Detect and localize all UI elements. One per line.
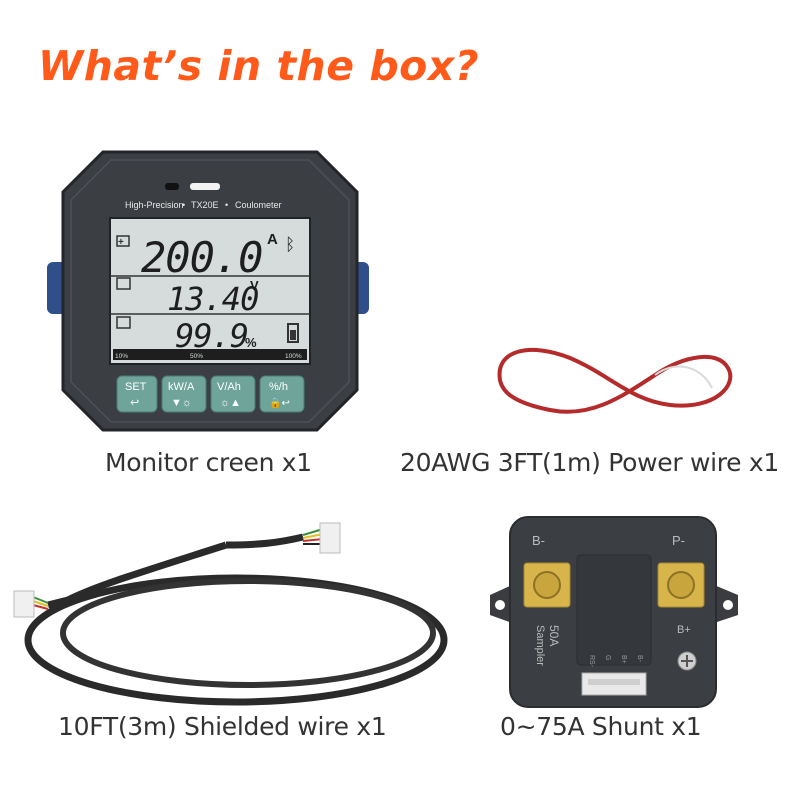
voltage-icon	[116, 277, 131, 290]
lcd-display	[109, 217, 311, 365]
svg-text:•: •	[225, 200, 228, 210]
bar-label-low: 10%	[115, 353, 128, 360]
set-button[interactable]: SET ↩	[116, 375, 158, 413]
svg-text:+: +	[118, 237, 124, 248]
red-wire	[497, 347, 733, 414]
shunt-caption: 0~75A Shunt x1	[500, 712, 702, 741]
capacity-icon	[116, 316, 131, 329]
b-plus-label: B+	[677, 624, 691, 636]
sampler-label: Sampler	[534, 625, 546, 666]
charge-bar	[113, 349, 307, 360]
power-wire-image	[480, 330, 750, 430]
vah-button[interactable]: V/Ah ☼▲	[210, 375, 256, 413]
svg-text:%/h: %/h	[269, 381, 288, 393]
power-wire-caption: 20AWG 3FT(1m) Power wire x1	[400, 448, 779, 477]
pin-label-bplus: B+	[620, 655, 627, 664]
rating-label: 50A	[547, 625, 561, 646]
shielded-wire-caption: 10FT(3m) Shielded wire x1	[58, 712, 387, 741]
svg-text:▼☼: ▼☼	[171, 397, 192, 409]
monitor-screen: High-Precision • TX20E • Coulometer + 20…	[45, 150, 375, 440]
svg-text:V/Ah: V/Ah	[217, 381, 241, 393]
pin-label-g: G	[604, 655, 611, 660]
brand-left-label: High-Precision	[125, 200, 184, 210]
shielded-wire-image	[8, 515, 458, 710]
monitor-caption: Monitor creen x1	[105, 448, 312, 477]
bar-label-mid: 50%	[190, 353, 203, 360]
percent-readout: 99.9	[175, 317, 248, 355]
svg-text:☼▲: ☼▲	[220, 397, 241, 409]
pin-label-bminus: B-	[636, 655, 643, 663]
kwa-button[interactable]: kW/A ▼☼	[161, 375, 207, 413]
b-minus-label: B-	[532, 533, 545, 548]
percent-unit: %	[245, 335, 257, 350]
right-connector	[319, 522, 341, 554]
voltage-readout: 13.40	[167, 280, 258, 318]
model-label: TX20E	[191, 200, 219, 210]
svg-text:•: •	[182, 200, 185, 210]
charge-icon: +	[116, 235, 130, 248]
bluetooth-icon: ᛒ	[285, 235, 295, 254]
pin-label-rs: RS-	[588, 655, 595, 668]
bar-label-high: 100%	[285, 353, 302, 360]
cable-loop-outer	[24, 574, 448, 706]
p-minus-label: P-	[672, 533, 685, 548]
current-unit: A	[267, 231, 278, 248]
brand-right-label: Coulometer	[235, 200, 282, 210]
current-readout: 200.0	[141, 233, 262, 282]
svg-text:kW/A: kW/A	[168, 381, 195, 393]
page-title: What’s in the box?	[38, 42, 480, 90]
battery-icon	[287, 323, 299, 343]
svg-text:🔒↩: 🔒↩	[269, 397, 290, 409]
percent-hour-button[interactable]: %/h 🔒↩	[259, 375, 305, 413]
voltage-unit: V	[250, 278, 259, 293]
svg-text:SET: SET	[125, 381, 147, 393]
cable-lead	[225, 533, 304, 549]
svg-text:↩: ↩	[130, 397, 139, 409]
left-connector	[13, 590, 35, 618]
shunt-image: B- P- B+ 50A Sampler RS- G B+ B-	[482, 515, 752, 715]
